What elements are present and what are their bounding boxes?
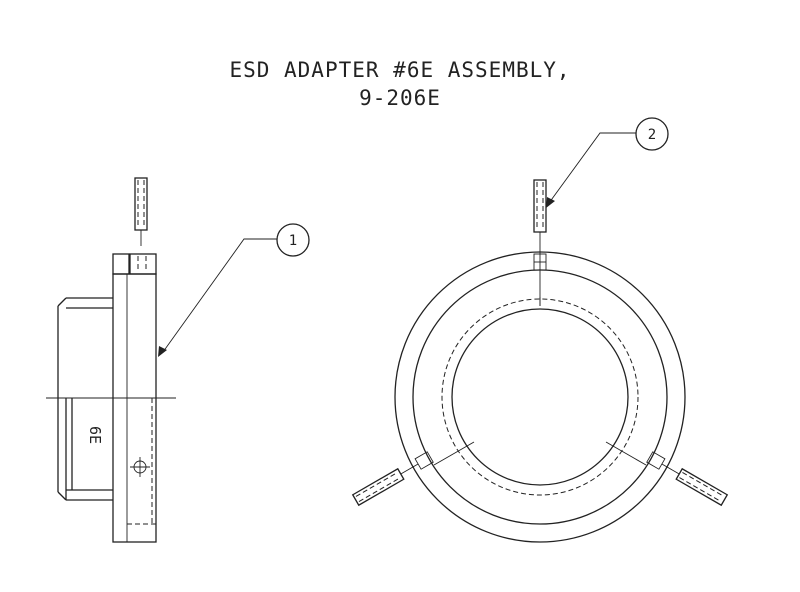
screw-hole-symbol <box>130 457 150 477</box>
set-screw-left <box>351 451 434 507</box>
set-screw-top <box>533 179 547 271</box>
set-screw-right <box>646 451 729 507</box>
set-screw-top-side <box>134 177 148 246</box>
balloon-1-label: 1 <box>289 233 297 249</box>
front-view: 2 <box>351 117 729 543</box>
flange-plate <box>112 273 157 543</box>
side-view: 6E 1 <box>46 177 310 543</box>
leader-1 <box>158 238 277 357</box>
inner-bore <box>451 308 629 486</box>
drawing-title: ESD ADAPTER #6E ASSEMBLY, <box>229 58 571 82</box>
drawing-number: 9-206E <box>359 86 441 110</box>
leader-2 <box>546 132 636 208</box>
hatched-section <box>112 253 130 275</box>
part-marking: 6E <box>86 426 104 444</box>
adapter-tube <box>57 297 113 501</box>
balloon-2: 2 <box>635 117 669 151</box>
balloon-2-label: 2 <box>648 127 656 143</box>
balloon-1: 1 <box>276 223 310 257</box>
